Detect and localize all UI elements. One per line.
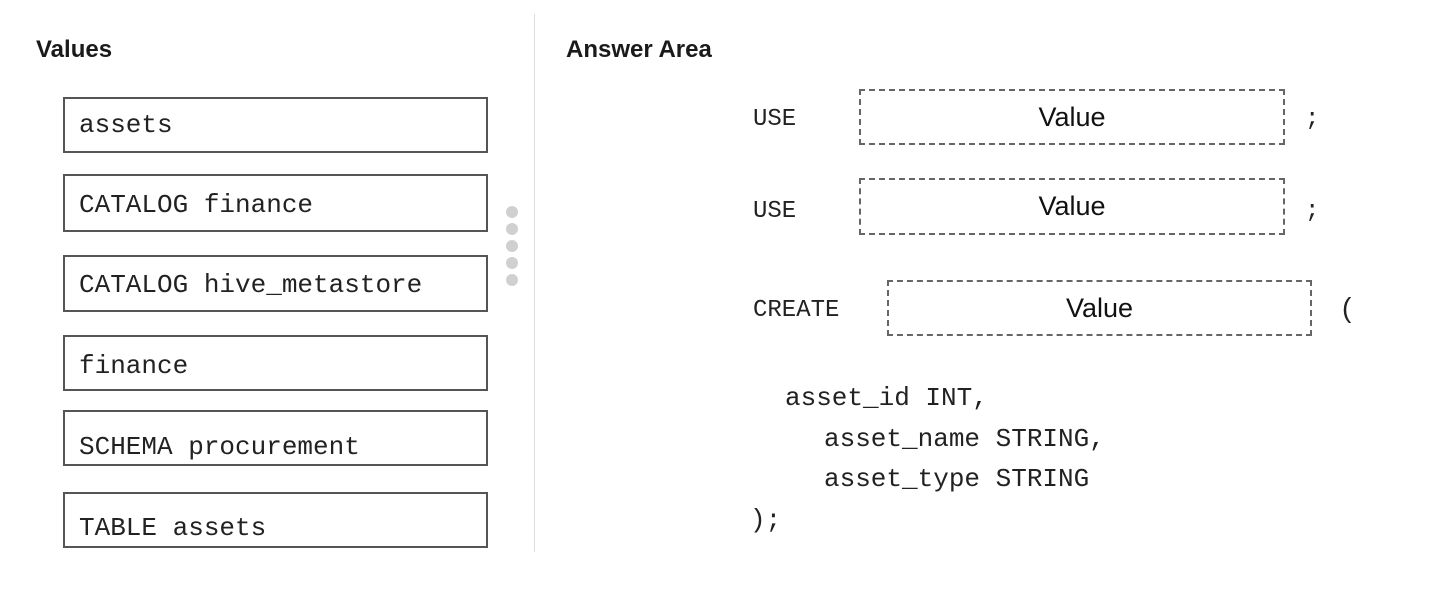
open-paren: ( — [1342, 292, 1352, 323]
drop-slot-2[interactable]: Value — [859, 178, 1285, 235]
values-heading: Values — [36, 36, 113, 63]
column-asset-type: asset_type STRING — [824, 464, 1090, 494]
value-option-catalog-finance[interactable]: CATALOG finance — [63, 174, 488, 232]
keyword-use-1: USE — [753, 106, 797, 133]
handle-dot — [506, 240, 518, 252]
keyword-create: CREATE — [753, 297, 840, 324]
semicolon-2: ; — [1305, 198, 1320, 225]
value-option-assets[interactable]: assets — [63, 97, 488, 153]
value-option-table-assets[interactable]: TABLE assets — [63, 492, 488, 548]
closing-paren: ); — [750, 505, 782, 535]
value-option-schema-procurement[interactable]: SCHEMA procurement — [63, 410, 488, 466]
semicolon-1: ; — [1305, 106, 1320, 133]
column-asset-id: asset_id INT, — [785, 383, 988, 413]
column-asset-name: asset_name STRING, — [824, 424, 1105, 454]
handle-dot — [506, 223, 518, 235]
handle-dot — [506, 274, 518, 286]
splitter-drag-handle-icon[interactable] — [506, 206, 518, 291]
answer-area-heading: Answer Area — [566, 36, 712, 63]
panel-divider — [534, 14, 535, 552]
value-option-catalog-hive-metastore[interactable]: CATALOG hive_metastore — [63, 255, 488, 312]
handle-dot — [506, 206, 518, 218]
drop-slot-3[interactable]: Value — [887, 280, 1312, 336]
value-option-finance[interactable]: finance — [63, 335, 488, 391]
handle-dot — [506, 257, 518, 269]
drop-slot-1[interactable]: Value — [859, 89, 1285, 145]
keyword-use-2: USE — [753, 198, 797, 225]
